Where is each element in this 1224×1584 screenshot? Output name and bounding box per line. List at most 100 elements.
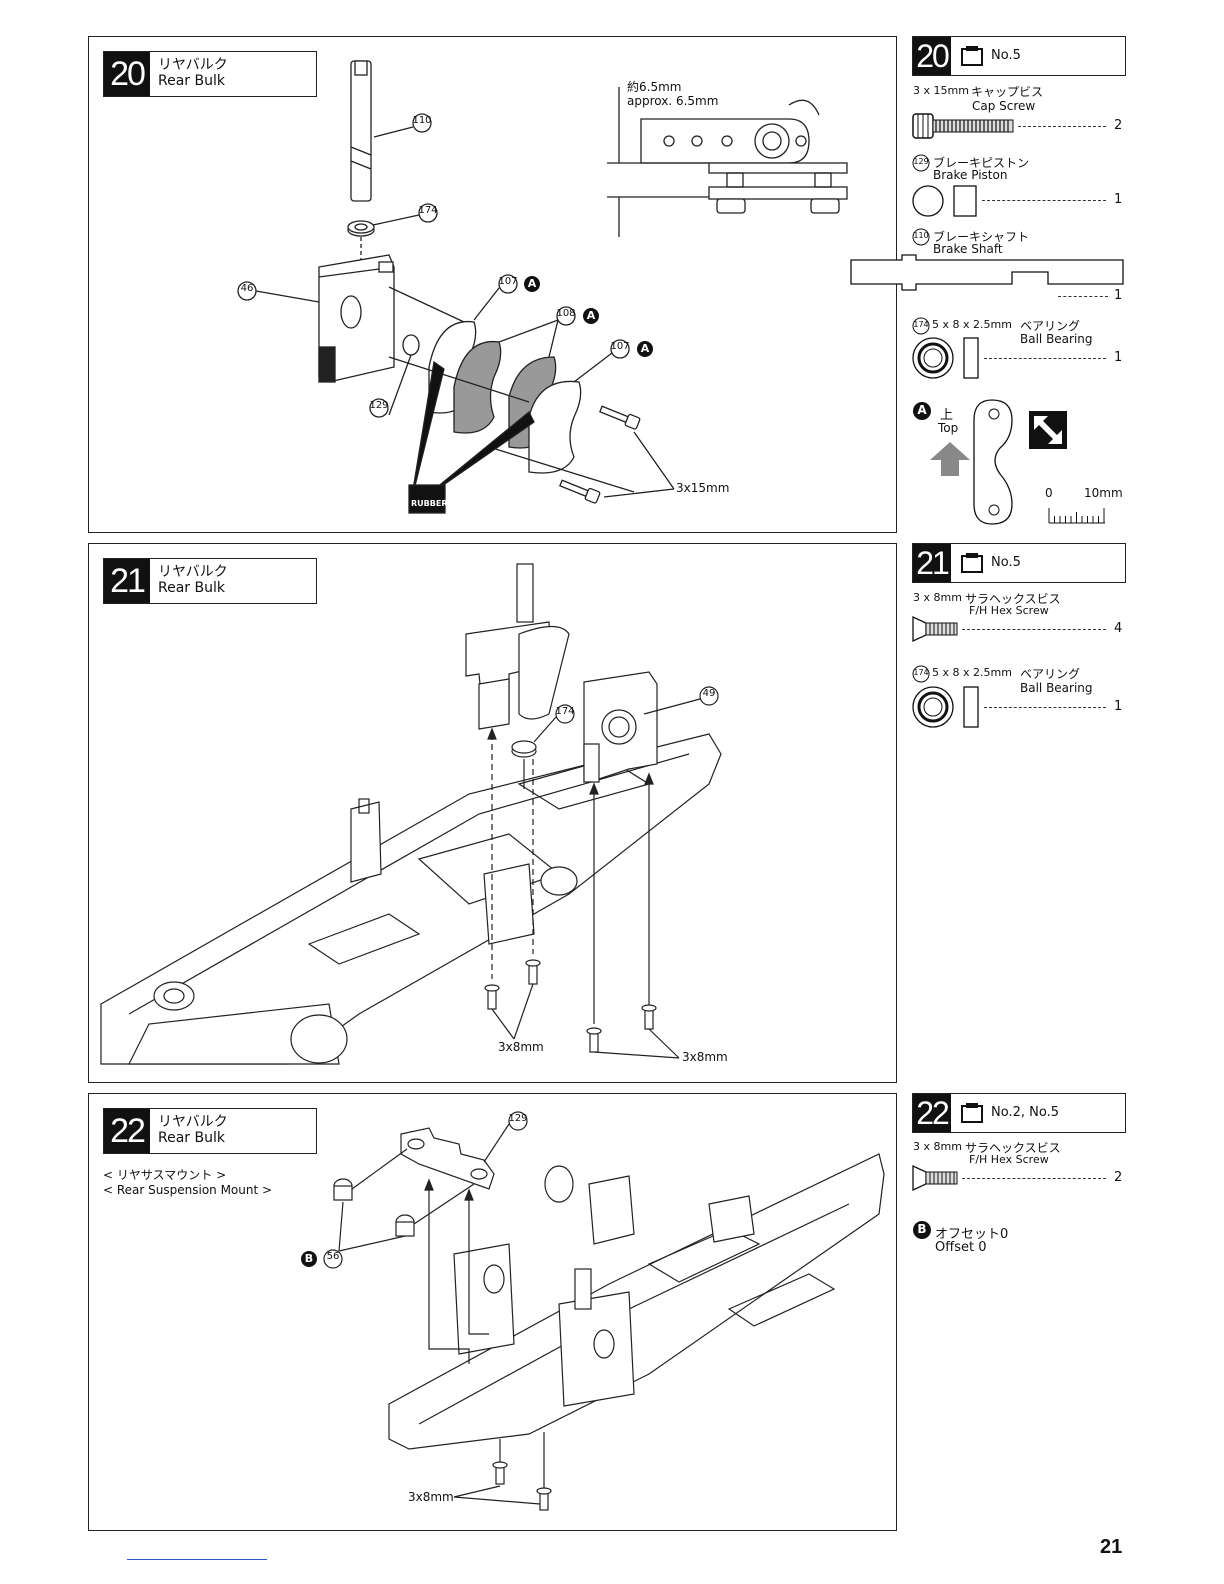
screw-size-label-1: 3x8mm [498,1040,544,1054]
scale-ten: 10mm [1084,486,1123,500]
step-title-en: Rear Bulk [158,1130,225,1146]
part-qty: 1 [1114,192,1123,207]
parts-bag-icon [961,1103,983,1123]
screw-size-label: 3x8mm [408,1490,454,1504]
page-number: 21 [1100,1536,1123,1558]
step-title-jp: リヤバルク [158,564,228,580]
step-22-header: 22 リヤバルク Rear Bulk [103,1108,317,1154]
part-id: 174 [913,668,929,677]
top-label-en: Top [938,421,959,435]
step-title-jp: リヤバルク [158,1114,228,1130]
step-21-panel: 21 リヤバルク Rear Bulk [88,543,897,1083]
rear-bulk-exploded-diagram [237,60,848,514]
callout-174: 174 [418,205,438,216]
ball-bearing-icon [912,337,979,379]
qty-leader [984,707,1106,708]
step-subtitle-jp: < リヤサスマウント > [103,1168,227,1182]
marker-a-icon [913,402,931,420]
parts-step-number: 22 [913,1094,951,1132]
rear-suspension-mount-diagram [301,1111,885,1511]
part-id-129-icon [912,154,930,172]
callout-107-a: 107 [498,276,518,287]
step-22-panel: 22 リヤバルク Rear Bulk < リヤサスマウント > < Rear S… [88,1093,897,1531]
part-qty: 1 [1114,350,1123,365]
step-subtitle-en: < Rear Suspension Mount > [103,1183,273,1197]
brake-shaft-icon [850,254,1124,291]
scale-zero: 0 [1045,486,1053,500]
up-arrow-icon [930,442,970,476]
actual-size-icon [1029,411,1067,449]
part-name-en: Brake Piston [933,168,1008,182]
part-name-jp: ベアリング [1020,319,1081,333]
step-21-header: 21 リヤバルク Rear Bulk [103,558,317,604]
step-number: 21 [104,559,150,603]
rubber-label: RUBBER [411,499,448,508]
callout-108: 108 [556,308,576,319]
marker-a-1: A [527,277,537,290]
marker-a-2: A [586,309,596,322]
qty-leader [1058,296,1108,297]
qty-leader [982,200,1106,201]
part-id: 110 [913,231,929,240]
dimension-label-jp: 約6.5mm [627,80,682,94]
parts-step-number: 21 [913,544,951,582]
screw-size-label-2: 3x8mm [682,1050,728,1064]
parts-bag-icon [961,46,983,66]
marker-a-3: A [640,342,650,355]
part-spec: 3 x 8mm [913,591,962,604]
brake-pad-icon [973,399,1013,525]
part-name-en: Ball Bearing [1020,332,1093,346]
flat-head-screw-icon [912,1165,958,1191]
parts-bag-label: No.5 [991,555,1021,570]
step-title-jp: リヤバルク [158,57,228,73]
marker-a-letter: A [917,403,927,417]
part-spec: 5 x 8 x 2.5mm [932,666,1012,679]
step-title-en: Rear Bulk [158,73,225,89]
part-name-jp: ベアリング [1020,667,1081,681]
dimension-label-en: approx. 6.5mm [627,94,719,108]
callout-46: 46 [240,283,254,294]
parts-bag-label: No.2, No.5 [991,1105,1059,1120]
brake-piston-icon [912,185,977,217]
part-qty: 1 [1114,699,1123,714]
callout-56: 56 [326,1251,340,1262]
part-id: 129 [913,157,929,166]
footer-divider [127,1559,267,1560]
part-name-en: F/H Hex Screw [969,604,1049,617]
part-name-en: Cap Screw [972,99,1036,113]
part-name-en: Ball Bearing [1020,681,1093,695]
part-id: 174 [913,320,929,329]
step-number: 20 [104,52,150,96]
offset-label-jp: オフセット0 [935,1227,1009,1242]
part-qty: 4 [1114,621,1123,636]
screw-size-label: 3x15mm [676,481,730,495]
qty-leader [962,1178,1106,1179]
ball-bearing-icon [912,686,979,728]
offset-label-en: Offset 0 [935,1240,987,1255]
top-label-jp: 上 [940,408,954,423]
part-spec: 3 x 15mm [913,84,969,97]
step-title-en: Rear Bulk [158,580,225,596]
marker-b-icon [913,1221,931,1239]
part-name-jp: ブレーキピストン [933,156,1030,170]
parts-step-number: 20 [913,37,951,75]
marker-b-letter: B [917,1222,927,1236]
part-qty: 1 [1114,288,1123,303]
callout-107-b: 107 [610,341,630,352]
flat-head-screw-icon [912,616,958,642]
qty-leader [962,629,1106,630]
callout-49: 49 [702,688,716,699]
part-name-jp: キャップビス [971,85,1044,99]
part-qty: 2 [1114,118,1123,133]
callout-129: 129 [508,1113,528,1124]
parts-bag-icon [961,553,983,573]
parts-21-header: 21 No.5 [912,543,1126,583]
part-id-110-icon [912,228,930,246]
parts-bag-label: No.5 [991,48,1021,63]
part-name-jp: ブレーキシャフト [933,230,1030,244]
part-spec: 5 x 8 x 2.5mm [932,318,1012,331]
scale-ruler-icon [1048,508,1105,524]
parts-22-header: 22 No.2, No.5 [912,1093,1126,1133]
parts-20-header: 20 No.5 [912,36,1126,76]
callout-129: 129 [369,400,389,411]
